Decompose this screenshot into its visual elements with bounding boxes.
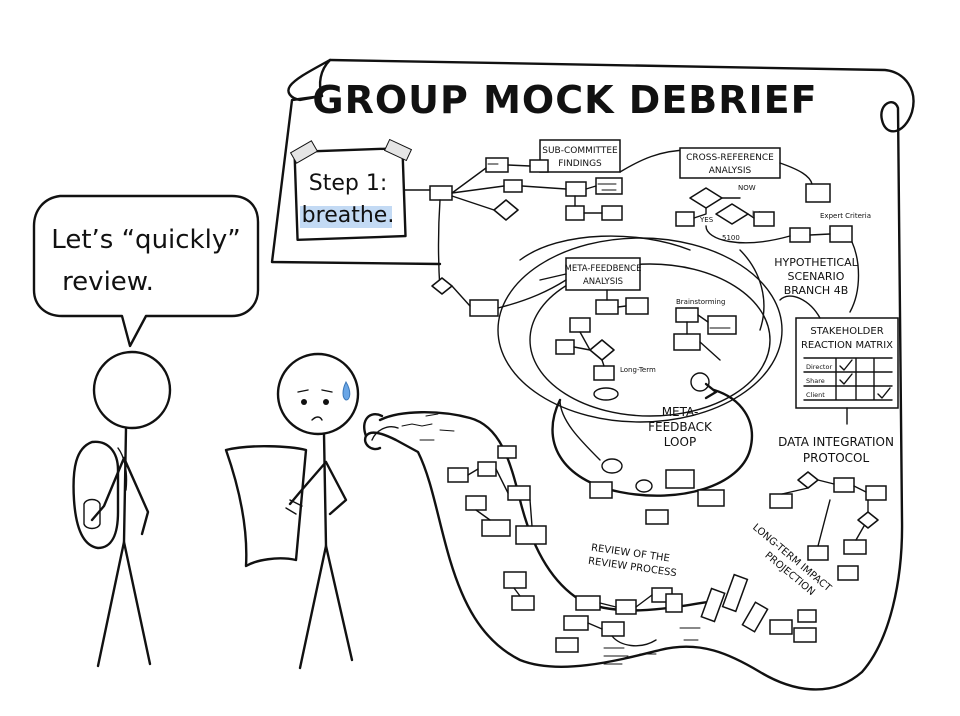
stick-figure-nervous (224, 352, 360, 670)
meta-feedbence-title-1: META-FEEDBENCE (565, 264, 642, 274)
section-cross-reference: CROSS-REFERENCE ANALYSIS NOW YES later 5… (675, 147, 871, 244)
stakeholder-matrix-grid (803, 357, 893, 401)
stick-figure-backpack (72, 350, 172, 668)
label-expert-criteria: Expert Criteria (820, 212, 871, 220)
poster-title: GROUP MOCK DEBRIEF (312, 78, 817, 122)
hypothetical-title-2: SCENARIO (788, 270, 845, 283)
label-long-term-note: Long-Term (620, 366, 656, 374)
sweat-drop (342, 380, 351, 401)
step-note-line1: Step 1: (309, 171, 388, 196)
speech-bubble-line1: Let’s “quickly” (51, 225, 240, 255)
stakeholder-title-2: REACTION MATRIX (801, 340, 893, 351)
paper-sheet (224, 445, 308, 568)
eye-left (301, 399, 307, 405)
highlight-mark (300, 206, 392, 228)
check-mark (877, 387, 891, 399)
data-integration-title-1: DATA INTEGRATION (778, 435, 894, 449)
check-mark (839, 373, 853, 385)
speech-bubble-line2: review. (62, 267, 154, 297)
step-note-line2: breathe. (302, 203, 395, 228)
label-5100: 5100 (722, 234, 740, 242)
meta-loop-title-3: LOOP (664, 435, 696, 449)
backpack (72, 440, 128, 550)
section-data-integration: DATA INTEGRATION PROTOCOL (769, 435, 894, 581)
meta-feedbence-title-2: ANALYSIS (583, 277, 623, 287)
cross-reference-title-2: ANALYSIS (709, 166, 752, 176)
sub-committee-title-2: FINDINGS (558, 159, 602, 169)
ribbon-flowchart (447, 445, 547, 611)
section-stakeholder: STAKEHOLDER REACTION MATRIX Director Sha… (795, 317, 899, 425)
matrix-row-1: Director (806, 363, 832, 371)
section-sub-committee: SUB-COMMITTEE FINDINGS (403, 139, 691, 221)
eye-right (323, 399, 329, 405)
section-meta-loop: META- FEEDBACK LOOP (551, 382, 754, 525)
label-brainstorming: Brainstorming (676, 298, 725, 306)
hypothetical-title-1: HYPOTHETICAL (774, 256, 858, 269)
poster-connectors (431, 199, 821, 461)
hypothetical-title-3: BRANCH 4B (784, 284, 849, 297)
meta-loop-title-2: FEEDBACK (648, 420, 713, 434)
label-yes: YES (699, 216, 714, 224)
check-mark (839, 359, 853, 371)
speech-bubble: Let’s “quickly” review. (32, 194, 260, 348)
data-integration-title-2: PROTOCOL (803, 451, 870, 465)
label-now: NOW (738, 184, 756, 192)
scribble-notes (401, 157, 731, 665)
matrix-row-3: Client (806, 391, 825, 399)
step-sticky-note: Step 1: breathe. (289, 138, 413, 242)
section-long-term: LONG-TERM IMPACT PROJECTION (700, 522, 834, 643)
sub-committee-title-1: SUB-COMMITTEE (542, 146, 618, 156)
stakeholder-title-1: STAKEHOLDER (810, 326, 883, 337)
section-hypothetical: HYPOTHETICAL SCENARIO BRANCH 4B (774, 241, 860, 313)
matrix-row-2: Share (806, 377, 825, 385)
section-meta-feedbence: META-FEEDBENCE ANALYSIS Brainstorming Lo… (497, 237, 783, 423)
cross-reference-title-1: CROSS-REFERENCE (686, 153, 774, 163)
meta-loop-title-1: META- (662, 405, 699, 419)
